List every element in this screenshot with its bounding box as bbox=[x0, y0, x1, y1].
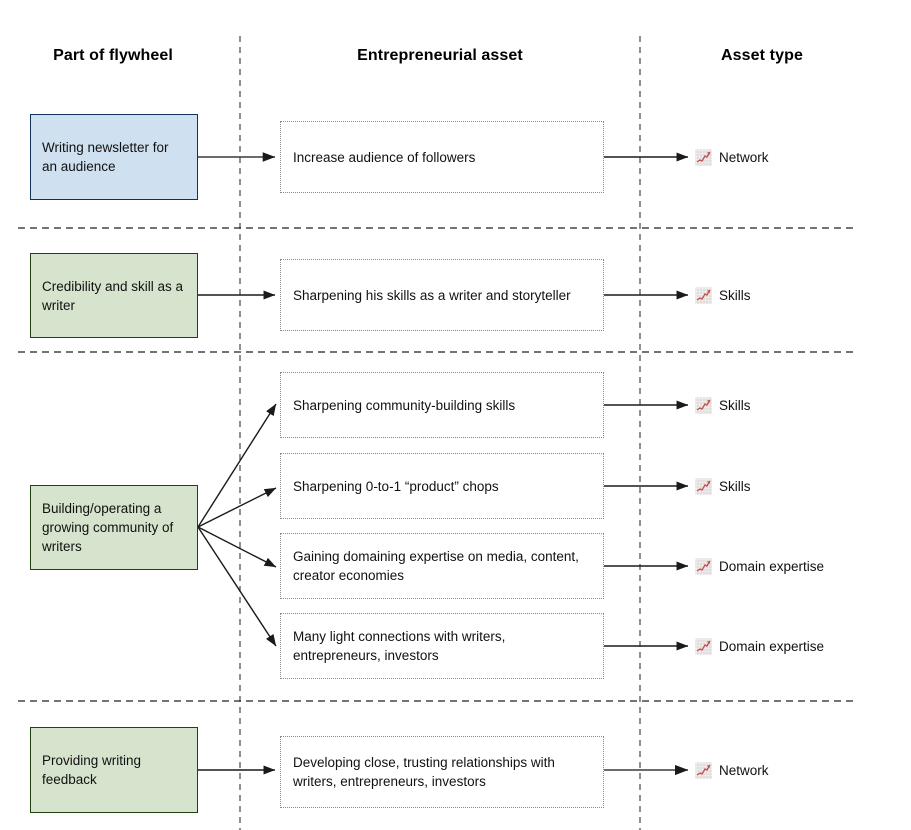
flywheel-box-4[interactable]: Providing writing feedback bbox=[30, 727, 198, 813]
asset-type-2-1-label: Skills bbox=[719, 287, 751, 303]
flywheel-box-2-label: Credibility and skill as a writer bbox=[42, 278, 184, 313]
asset-box-3-3-label: Gaining domaining expertise on media, co… bbox=[293, 549, 579, 583]
asset-box-3-1[interactable]: Sharpening community-building skills bbox=[280, 372, 604, 438]
asset-type-3-1-label: Skills bbox=[719, 397, 751, 413]
arrow-flywheel-to-asset-3d bbox=[197, 526, 277, 647]
chart-increasing-icon bbox=[695, 287, 712, 304]
column-header-flywheel: Part of flywheel bbox=[53, 47, 173, 64]
flywheel-box-4-label: Providing writing feedback bbox=[42, 753, 142, 787]
asset-box-4-1[interactable]: Developing close, trusting relationships… bbox=[280, 736, 604, 808]
chart-increasing-icon bbox=[695, 149, 712, 166]
asset-box-3-1-label: Sharpening community-building skills bbox=[293, 397, 516, 413]
asset-type-2-1[interactable]: Skills bbox=[695, 287, 751, 304]
asset-type-4-1-label: Network bbox=[719, 762, 769, 778]
arrow-flywheel-to-asset-3c bbox=[197, 526, 277, 568]
chart-increasing-icon bbox=[695, 762, 712, 779]
asset-box-3-4-label: Many light connections with writers, ent… bbox=[293, 629, 506, 663]
asset-box-2-1[interactable]: Sharpening his skills as a writer and st… bbox=[280, 259, 604, 331]
asset-type-4-1[interactable]: Network bbox=[695, 762, 769, 779]
column-header-entrepreneurial-asset: Entrepreneurial asset bbox=[357, 47, 523, 64]
asset-type-3-3[interactable]: Domain expertise bbox=[695, 558, 824, 575]
asset-box-2-1-label: Sharpening his skills as a writer and st… bbox=[293, 287, 571, 303]
flywheel-box-1[interactable]: Writing newsletter for an audience bbox=[30, 114, 198, 200]
asset-box-1-1[interactable]: Increase audience of followers bbox=[280, 121, 604, 193]
asset-type-3-2[interactable]: Skills bbox=[695, 478, 751, 495]
asset-box-3-4[interactable]: Many light connections with writers, ent… bbox=[280, 613, 604, 679]
asset-type-3-4-label: Domain expertise bbox=[719, 638, 825, 654]
asset-box-3-2-label: Sharpening 0-to-1 “product” chops bbox=[293, 478, 499, 494]
asset-type-1-1[interactable]: Network bbox=[695, 149, 769, 166]
asset-type-3-3-label: Domain expertise bbox=[719, 558, 825, 574]
flywheel-box-2[interactable]: Credibility and skill as a writer bbox=[30, 253, 198, 338]
asset-type-3-1[interactable]: Skills bbox=[695, 397, 751, 414]
chart-increasing-icon bbox=[695, 478, 712, 495]
chart-increasing-icon bbox=[695, 638, 712, 655]
chart-increasing-icon bbox=[695, 397, 712, 414]
flywheel-box-3[interactable]: Building/operating a growing community o… bbox=[30, 485, 198, 570]
chart-increasing-icon bbox=[695, 558, 712, 575]
column-header-asset-type: Asset type bbox=[721, 47, 803, 64]
asset-type-3-2-label: Skills bbox=[719, 478, 751, 494]
asset-box-1-1-label: Increase audience of followers bbox=[293, 149, 476, 165]
asset-box-3-3[interactable]: Gaining domaining expertise on media, co… bbox=[280, 533, 604, 599]
asset-type-1-1-label: Network bbox=[719, 149, 769, 165]
asset-type-3-4[interactable]: Domain expertise bbox=[695, 638, 824, 655]
asset-box-4-1-label: Developing close, trusting relationships… bbox=[293, 755, 555, 789]
arrow-flywheel-to-asset-3b bbox=[197, 487, 277, 528]
flywheel-box-1-label: Writing newsletter for an audience bbox=[42, 140, 169, 174]
arrow-flywheel-to-asset-3a bbox=[197, 403, 277, 528]
flywheel-box-3-label: Building/operating a growing community o… bbox=[42, 501, 174, 554]
asset-box-3-2[interactable]: Sharpening 0-to-1 “product” chops bbox=[280, 453, 604, 519]
